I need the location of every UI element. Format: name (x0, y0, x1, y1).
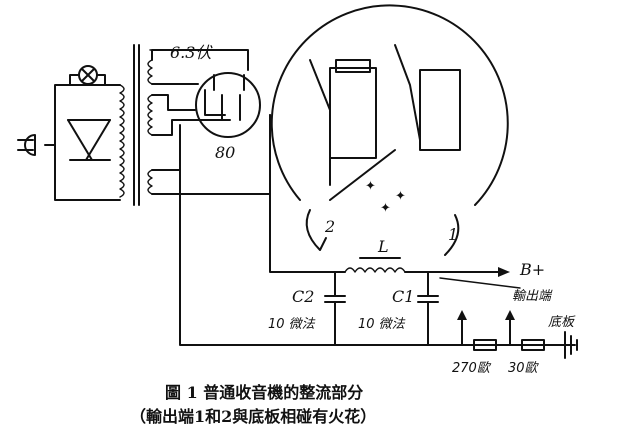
caption-line-1: 圖 1 普通收音機的整流部分 (165, 383, 363, 402)
meter-probes (457, 310, 545, 351)
svg-text:✦: ✦ (395, 189, 406, 204)
rectifier-tube-80 (195, 72, 261, 138)
svg-text:✦: ✦ (365, 179, 376, 194)
magnified-inset: ✦ ✦ ✦ (270, 4, 509, 256)
svg-text:✦: ✦ (380, 201, 391, 216)
mains-plug-icon (17, 134, 56, 156)
chassis-label: 底板 (548, 315, 576, 330)
caption-line-2: （輸出端1和2與底板相碰有火花） (130, 407, 376, 426)
chassis-ground-icon (564, 331, 578, 359)
output-terminal-label: 輸出端 (512, 289, 553, 304)
c1-label: C1 (392, 287, 414, 306)
power-transformer (119, 44, 271, 206)
capacitor-c2 (324, 271, 346, 346)
arrow-label-1: 1 (448, 225, 458, 244)
c2-label: C2 (292, 287, 314, 306)
resistor-270-label: 270歐 (452, 361, 492, 376)
bplus-arrow-icon (498, 267, 510, 277)
filter-inductor (339, 257, 406, 273)
resistor-30-label: 30歐 (508, 361, 540, 376)
c2-value: 10 微法 (268, 317, 316, 332)
arrow-label-2: 2 (324, 217, 335, 236)
switch-icon (67, 119, 111, 161)
bplus-label: B+ (519, 260, 545, 279)
ground-wire (179, 169, 576, 346)
tube-label: 80 (215, 143, 235, 162)
primary-circuit (54, 65, 121, 201)
capacitor-c1 (417, 271, 439, 346)
tube-output-wire (269, 114, 341, 273)
filament-voltage-label: 6.3伏 (170, 43, 213, 62)
inductor-label: L (377, 237, 389, 256)
c1-value: 10 微法 (358, 317, 406, 332)
